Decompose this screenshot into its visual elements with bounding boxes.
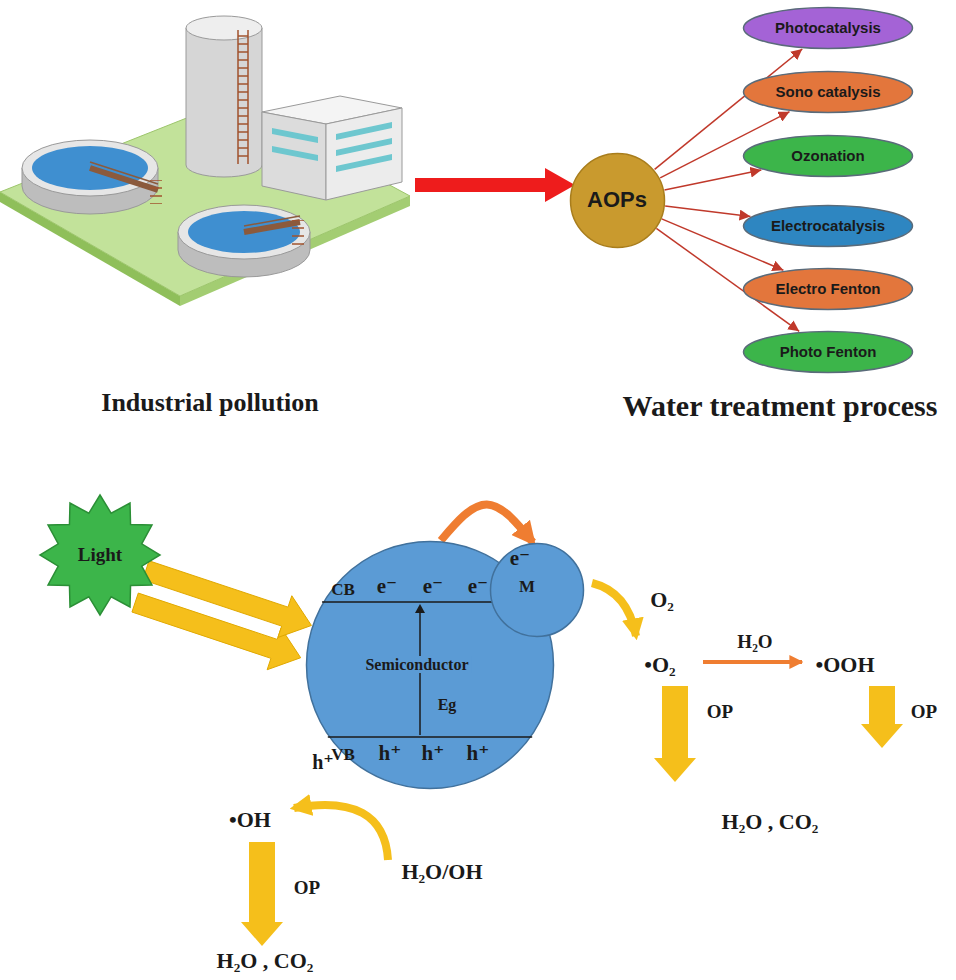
node-text: CB: [331, 580, 355, 599]
node-text: Eg: [438, 696, 457, 713]
ellipse-shape: [744, 332, 913, 373]
node-text: Light: [78, 545, 122, 566]
electron-transfer-arrow: [441, 504, 533, 542]
band-gap-arrow: [419, 611, 421, 735]
node-text: Electrocatalysis: [771, 218, 885, 235]
species-label: •OH: [229, 807, 271, 832]
process-ellipse: Electro Fenton: [742, 267, 914, 311]
light-arrow: [143, 561, 312, 638]
storage-tank: [186, 16, 262, 177]
node-text: Photocatalysis: [775, 20, 881, 37]
node-text: e⁻: [510, 546, 530, 570]
ellipse-shape: [744, 8, 913, 49]
metal-circle: e⁻ M: [489, 542, 585, 638]
ellipse-shape: [744, 269, 913, 310]
species-label: H₂O/OH: [401, 859, 482, 884]
node-text: VB: [331, 745, 355, 764]
species-label: O₂: [650, 587, 674, 612]
node-text: e⁻: [468, 574, 488, 598]
reaction-arrow: [703, 660, 802, 664]
node-text: e⁻: [423, 574, 443, 598]
section-heading: Water treatment process: [623, 389, 938, 422]
band-gap-arrowhead: [415, 604, 425, 613]
light-star: Light: [38, 493, 162, 617]
band-edge: [328, 736, 532, 738]
node-text: Semiconductor: [362, 656, 471, 673]
node-text: h⁺: [467, 741, 490, 765]
building: [262, 96, 402, 200]
branch-arrow: [664, 170, 761, 190]
treatment-plant: [0, 16, 410, 306]
species-label: •OOH: [815, 652, 874, 677]
product-label: H₂O , CO₂: [217, 948, 314, 973]
section-heading: Industrial pollution: [101, 388, 318, 417]
node-text: M: [519, 577, 535, 596]
process-label: OP: [911, 701, 937, 722]
ellipse-shape: [570, 153, 664, 247]
oxidation-arrow: [654, 686, 696, 782]
process-ellipse: Electrocatalysis: [742, 204, 914, 248]
node-text: Electro Fenton: [775, 281, 880, 298]
flow-arrow: [415, 168, 575, 202]
process-ellipse: Photocatalysis: [742, 6, 914, 50]
ellipse-shape: [491, 544, 584, 637]
species-label: •O₂: [644, 652, 675, 677]
clarifier-tank: [22, 140, 162, 214]
node-text: h⁺: [422, 741, 445, 765]
branch-arrow: [665, 206, 750, 217]
aop-circle: AOPs: [569, 152, 666, 249]
process-label: OP: [707, 701, 733, 722]
star-shape: [40, 495, 160, 615]
reaction-arrow: [294, 805, 388, 860]
node-text: h⁺: [379, 741, 402, 765]
product-label: H₂O , CO₂: [722, 809, 819, 834]
process-label: OP: [294, 877, 320, 898]
oxidation-arrow: [861, 686, 903, 748]
ellipse-shape: [744, 206, 913, 247]
node-text: AOPs: [587, 188, 647, 212]
process-ellipse: Ozonation: [742, 134, 914, 178]
ellipse-shape: [744, 72, 913, 113]
ellipse-shape: [744, 136, 913, 177]
clarifier-tank: [178, 205, 310, 277]
reaction-arrow: [592, 583, 636, 636]
process-ellipse: Photo Fenton: [742, 330, 914, 374]
species-label: H₂O: [737, 631, 772, 652]
node-text: Photo Fenton: [780, 344, 877, 361]
node-text: e⁻: [377, 574, 397, 598]
oxidation-arrow: [241, 842, 283, 946]
node-text: Sono catalysis: [775, 84, 880, 101]
node-text: Ozonation: [791, 148, 864, 165]
process-ellipse: Sono catalysis: [742, 70, 914, 114]
metal-circle-outline: [489, 542, 585, 638]
species-label: h⁺: [312, 751, 334, 773]
